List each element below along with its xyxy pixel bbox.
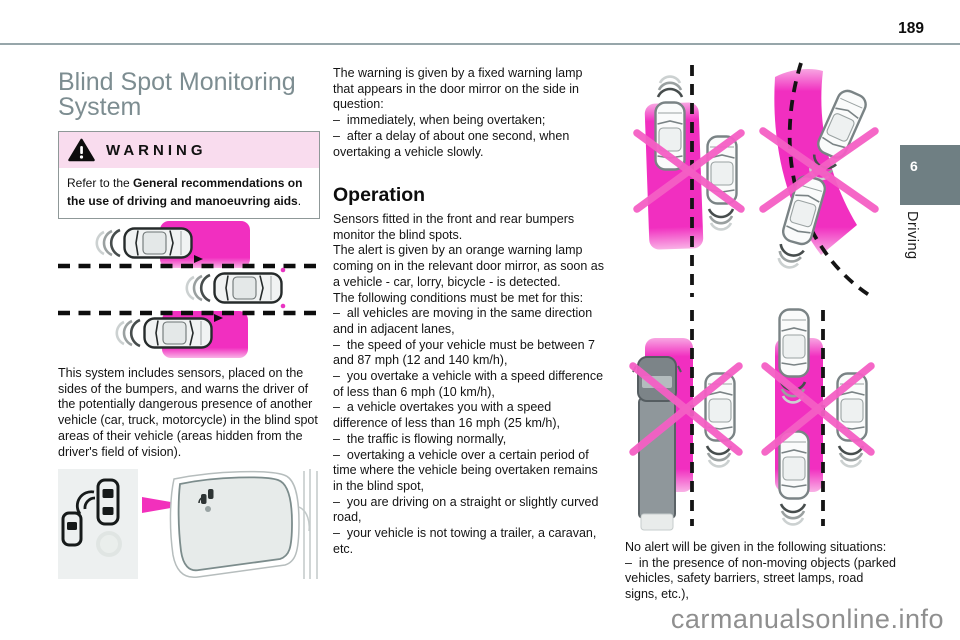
section-tab-label: Driving (904, 211, 920, 260)
illustration-blind-spot-lanes (58, 221, 320, 358)
warning-body-bold: General recommendations on the use of dr… (67, 176, 303, 208)
no-alert-caption: No alert will be given in the following … (625, 540, 896, 602)
no-alert-cross (629, 362, 743, 456)
warning-box: WARNING Refer to the General recommendat… (58, 131, 320, 219)
page-number: 189 (898, 20, 924, 37)
direction-arrow (194, 255, 203, 263)
queued-car-rear (778, 430, 810, 526)
sensor-indicator-dot (280, 267, 286, 273)
illustration-mirror-warning-lamp (58, 469, 318, 579)
subject-car-bottom (115, 314, 223, 349)
warning-heading: WARNING (106, 141, 207, 159)
no-alert-cross (759, 127, 879, 213)
operation-paragraph: Sensors fitted in the front and rear bum… (333, 212, 604, 556)
blind-spot-indicator-icon (61, 478, 122, 557)
no-alert-cross (761, 362, 875, 456)
subject-car-top (95, 227, 203, 263)
lane-marking (787, 62, 871, 297)
callout-arrow (142, 497, 188, 513)
watermark: carmanualsonline.info (670, 604, 944, 634)
left-column: Blind Spot Monitoring System WARNING Ref… (58, 0, 326, 640)
overtaking-car-middle (185, 267, 286, 309)
operation-heading: Operation (333, 184, 426, 206)
warning-body-suffix: . (297, 194, 302, 208)
header-rule (0, 43, 960, 45)
direction-arrow (214, 314, 223, 322)
middle-column: The warning is given by a fixed warning … (333, 0, 633, 640)
sensor-indicator-dot (280, 303, 286, 309)
no-alert-cross (633, 129, 745, 213)
right-column: No alert will be given in the following … (625, 0, 940, 640)
illustration-no-alert-stationary (629, 308, 875, 531)
warning-lamp-icon (198, 489, 214, 512)
warning-body-prefix: Refer to the (67, 176, 134, 190)
system-description: This system includes sensors, placed on … (58, 366, 318, 459)
door-mirror (169, 469, 318, 579)
mirror-bracket (303, 469, 318, 579)
subject-car (654, 75, 686, 171)
subject-car (777, 172, 829, 269)
section-tab-number: 6 (910, 158, 918, 174)
overtaking-car (706, 135, 738, 231)
section-tab: 6 (900, 145, 960, 205)
illustration-no-alert-overtaking (633, 62, 879, 297)
warning-triangle-icon (68, 138, 95, 162)
warning-header: WARNING (59, 132, 319, 168)
warning-lamp-paragraph: The warning is given by a fixed warning … (333, 66, 583, 159)
mirror-glass (177, 476, 293, 572)
warning-body: Refer to the General recommendations on … (59, 168, 319, 218)
page-title: Blind Spot Monitoring System (58, 68, 296, 121)
